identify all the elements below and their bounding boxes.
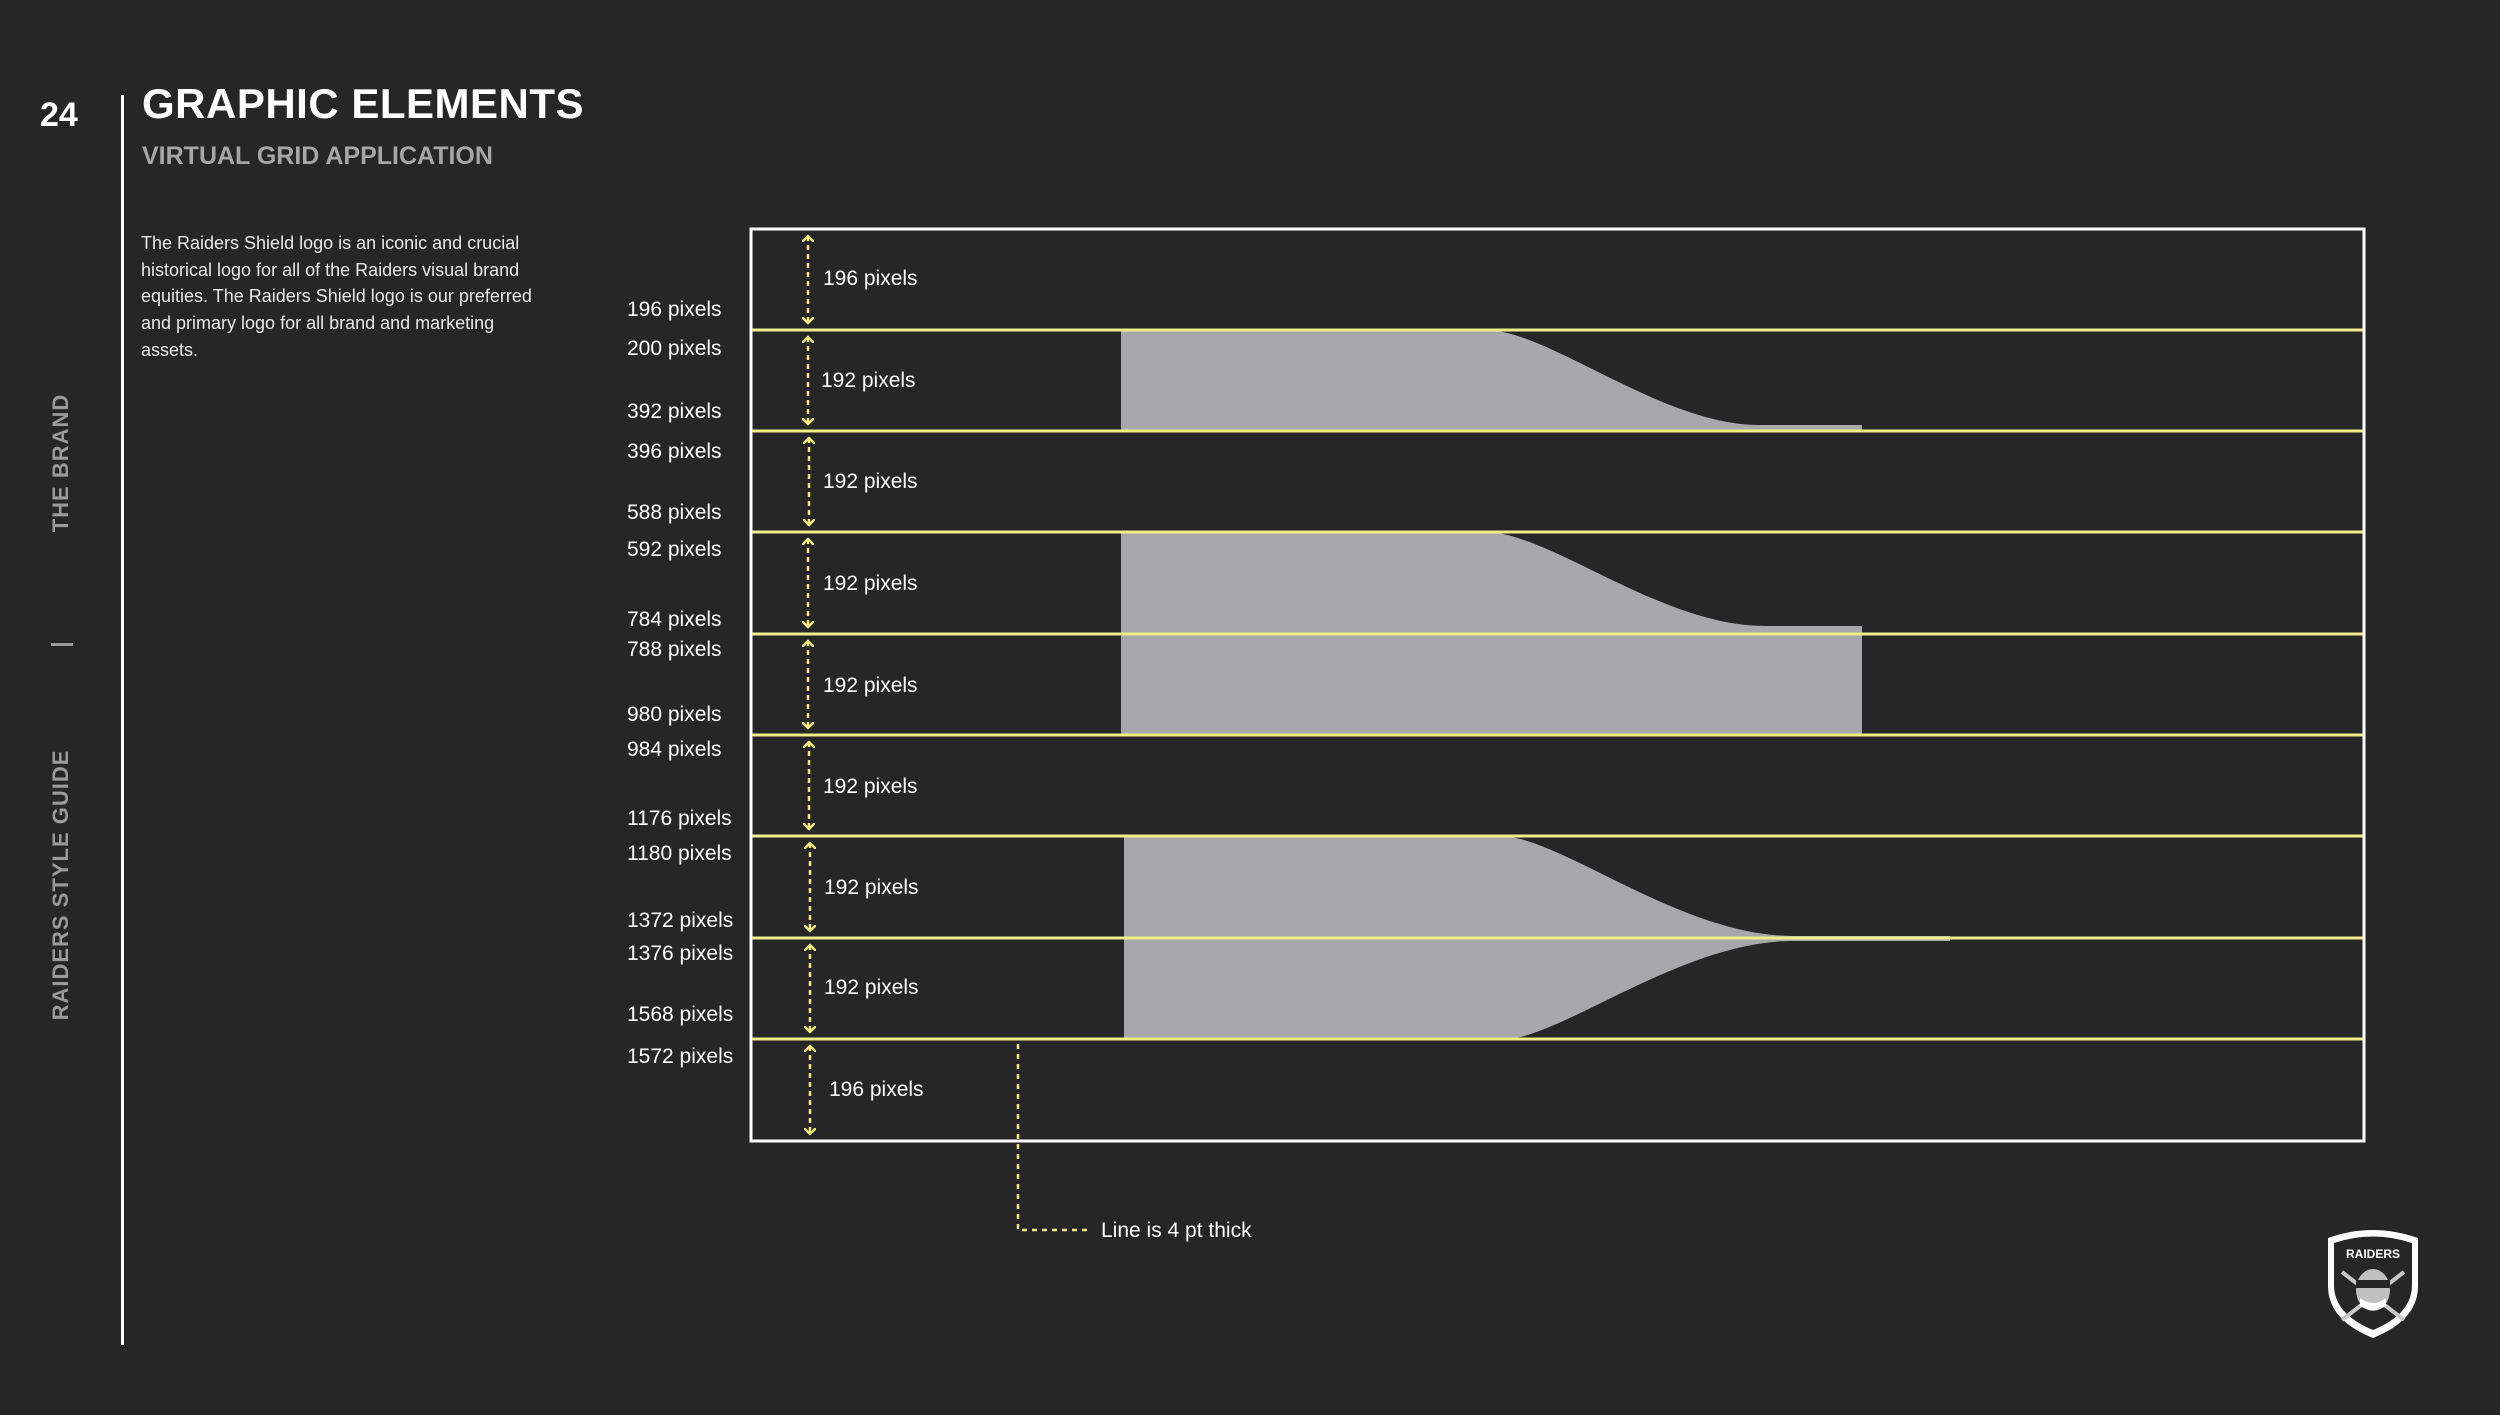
spacing-label-1: 196 pixels <box>823 267 918 290</box>
row-label-14: 1376 pixels <box>627 942 733 965</box>
row-label-3: 392 pixels <box>627 400 722 423</box>
page-title: GRAPHIC ELEMENTS <box>142 80 585 127</box>
grid-lines <box>751 328 2364 1041</box>
row-label-1: 196 pixels <box>627 298 722 321</box>
spacing-arrows <box>808 236 810 1134</box>
row-label-8: 788 pixels <box>627 638 722 661</box>
side-divider-dash <box>51 643 73 646</box>
spacing-label-9: 196 pixels <box>829 1078 924 1101</box>
svg-text:RAIDERS: RAIDERS <box>2346 1247 2400 1261</box>
spacing-labels: 196 pixels 192 pixels 192 pixels 192 pixels… <box>821 267 924 1101</box>
page-number: 24 <box>40 96 78 134</box>
row-label-5: 588 pixels <box>627 501 722 524</box>
line-thickness-callout: Line is 4 pt thick <box>1016 1044 1252 1242</box>
row-label-11: 1176 pixels <box>627 807 732 830</box>
grid-shape-1 <box>1121 330 1862 431</box>
raiders-shield-logo: RAIDERS <box>2318 1228 2428 1340</box>
row-labels: 196 pixels 200 pixels 392 pixels 396 pixels… <box>627 298 733 1068</box>
spacing-label-5: 192 pixels <box>823 674 918 697</box>
row-label-16: 1572 pixels <box>627 1045 733 1068</box>
row-label-7: 784 pixels <box>627 608 722 631</box>
spacing-label-8: 192 pixels <box>824 976 919 999</box>
vertical-divider <box>121 95 124 1345</box>
row-label-12: 1180 pixels <box>627 842 732 865</box>
spacing-label-4: 192 pixels <box>823 572 918 595</box>
spacing-label-6: 192 pixels <box>823 775 918 798</box>
row-label-15: 1568 pixels <box>627 1003 733 1026</box>
body-paragraph: The Raiders Shield logo is an iconic and… <box>141 233 532 360</box>
callout-label: Line is 4 pt thick <box>1101 1219 1252 1242</box>
row-label-13: 1372 pixels <box>627 909 733 932</box>
spacing-label-2: 192 pixels <box>821 369 916 392</box>
row-label-6: 592 pixels <box>627 538 722 561</box>
row-label-2: 200 pixels <box>627 337 722 360</box>
row-label-9: 980 pixels <box>627 703 722 726</box>
grid-shapes <box>1121 330 1950 1040</box>
row-label-4: 396 pixels <box>627 440 722 463</box>
grid-frame <box>749 227 2366 1143</box>
spacing-label-7: 192 pixels <box>824 876 919 899</box>
row-label-10: 984 pixels <box>627 738 722 761</box>
page-subtitle: VIRTUAL GRID APPLICATION <box>142 142 493 170</box>
spacing-label-3: 192 pixels <box>823 470 918 493</box>
callout-leader-line <box>1016 1044 1090 1232</box>
